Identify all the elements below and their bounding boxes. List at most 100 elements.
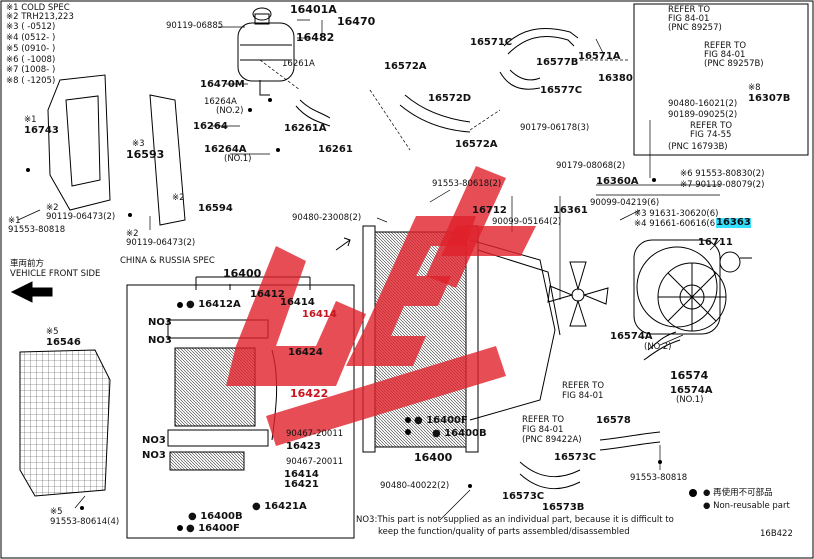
refer-5c[interactable]: (PNC 89422A) [522, 435, 582, 445]
part-16264A-no1-note: (NO.1) [224, 154, 252, 164]
part-16414-b[interactable]: 16414 [284, 469, 319, 480]
legend-en: ● Non-reusable part [703, 501, 790, 511]
spec-note-5: ※5 (0910- ) [6, 44, 56, 54]
part-91553-80618[interactable]: 91553-80618(2) [432, 179, 502, 189]
part-90119-08079[interactable]: ※7 90119-08079(2) [680, 180, 765, 190]
footnote-2: keep the function/quality of parts assem… [378, 527, 630, 537]
part-16400F-spec[interactable]: ● 16400F [186, 523, 240, 534]
refer-3c[interactable]: (PNC 16793B) [668, 142, 728, 152]
part-16577C[interactable]: 16577C [540, 85, 583, 96]
part-16572D[interactable]: 16572D [428, 93, 472, 104]
part-90179-06178[interactable]: 90179-06178(3) [520, 123, 590, 133]
refer-1[interactable]: REFER TO [668, 5, 711, 15]
part-90467-20011-b[interactable]: 90467-20011 [286, 457, 344, 467]
part-16482[interactable]: 16482 [296, 31, 335, 44]
part-90480-16021[interactable]: 90480-16021(2) [668, 99, 738, 109]
part-16470M[interactable]: 16470M [200, 79, 245, 90]
part-16261[interactable]: 16261 [318, 144, 353, 155]
part-16360A[interactable]: 16360A [596, 176, 639, 187]
part-16400F[interactable]: ● 16400F [414, 415, 468, 426]
part-16412[interactable]: 16412 [250, 289, 285, 300]
refer-3b[interactable]: FIG 74-55 [690, 130, 732, 140]
leader-lines [17, 19, 721, 521]
part-90119-06473b[interactable]: 90119-06473(2) [126, 238, 196, 248]
part-16574A-no2[interactable]: 16574A [610, 331, 653, 342]
part-16400-group[interactable]: 16400 [223, 267, 262, 280]
part-16578[interactable]: 16578 [596, 415, 631, 426]
part-16261A-top[interactable]: 16261A [282, 59, 315, 69]
part-91553-80830[interactable]: ※6 91553-80830(2) [680, 169, 765, 179]
legend-dot [689, 489, 697, 497]
part-16307B[interactable]: 16307B [748, 93, 791, 104]
part-16546[interactable]: 16546 [46, 337, 81, 348]
part-90099-05164[interactable]: 90099-05164(2) [492, 217, 562, 227]
part-16361[interactable]: 16361 [553, 205, 588, 216]
part-91553-80818[interactable]: 91553-80818 [8, 225, 66, 235]
refer-2[interactable]: REFER TO [704, 41, 747, 51]
part-16573B[interactable]: 16573B [542, 502, 585, 513]
legend-jp: ● 再使用不可部品 [703, 488, 773, 498]
part-16573C-top[interactable]: 16573C [554, 452, 597, 463]
part-16577B[interactable]: 16577B [536, 57, 579, 68]
part-90099-04219[interactable]: 90099-04219(6) [590, 198, 660, 208]
part-90480-23008[interactable]: 90480-23008(2) [292, 213, 362, 223]
part-16593[interactable]: 16593 [126, 148, 165, 161]
refer-1c[interactable]: (PNC 89257) [668, 23, 722, 33]
part-16571A[interactable]: 16571A [578, 51, 621, 62]
part-16412A[interactable]: ● 16412A [186, 299, 241, 310]
part-16414[interactable]: 16414 [280, 297, 315, 308]
part-90179-08068[interactable]: 90179-08068(2) [556, 161, 626, 171]
refer-5b[interactable]: FIG 84-01 [522, 425, 564, 435]
refer-4b[interactable]: FIG 84-01 [562, 391, 604, 401]
part-90480-40022[interactable]: 90480-40022(2) [380, 481, 450, 491]
part-90467-20011-a[interactable]: 90467-20011 [286, 429, 344, 439]
part-16424[interactable]: 16424 [288, 347, 323, 358]
part-16261A[interactable]: 16261A [284, 123, 327, 134]
refer-2c[interactable]: (PNC 89257B) [704, 59, 764, 69]
part-90119-06885[interactable]: 90119-06885 [166, 21, 224, 31]
part-16421[interactable]: 16421 [284, 479, 319, 490]
part-91553-80614-note: ※5 [50, 507, 63, 517]
part-16400-main[interactable]: 16400 [414, 451, 453, 464]
part-16574[interactable]: 16574 [670, 369, 709, 382]
part-16423[interactable]: 16423 [286, 441, 321, 452]
part-16711[interactable]: 16711 [698, 237, 733, 248]
part-91553-80818-b[interactable]: 91553-80818 [630, 473, 688, 483]
part-16571C[interactable]: 16571C [470, 37, 513, 48]
refer-5[interactable]: REFER TO [522, 415, 565, 425]
part-16421A[interactable]: ● 16421A [252, 501, 307, 512]
part-16400B[interactable]: ● 16400B [432, 428, 487, 439]
part-91553-80614[interactable]: 91553-80614(4) [50, 517, 120, 527]
part-16414-red[interactable]: 16414 [302, 309, 337, 320]
part-16594[interactable]: 16594 [198, 203, 233, 214]
part-90119-06473[interactable]: 90119-06473(2) [46, 212, 116, 222]
part-16574A-no1[interactable]: 16574A [670, 385, 713, 396]
part-16572A-b[interactable]: 16572A [455, 139, 498, 150]
fasteners [26, 98, 662, 510]
part-16363-highlighted[interactable]: 16363 [716, 217, 751, 228]
part-16380[interactable]: 16380 [598, 73, 633, 84]
refer-1b[interactable]: FIG 84-01 [668, 14, 710, 24]
part-90189-09025[interactable]: 90189-09025(2) [668, 110, 738, 120]
refer-3[interactable]: REFER TO [690, 121, 733, 131]
part-16573C[interactable]: 16573C [502, 491, 545, 502]
refer-2b[interactable]: FIG 84-01 [704, 50, 746, 60]
part-16470[interactable]: 16470 [337, 15, 376, 28]
part-16574A-no1-note: (NO.1) [676, 395, 704, 405]
part-16264A-no2[interactable]: 16264A [204, 97, 237, 107]
part-16743[interactable]: 16743 [24, 125, 59, 136]
part-91553-80818-note: ※1 [8, 216, 21, 226]
part-91661-60616[interactable]: ※4 91661-60616(6) [634, 219, 719, 229]
part-91631-30620[interactable]: ※3 91631-30620(6) [634, 209, 719, 219]
no3-label-4: NO3 [142, 450, 166, 461]
front-arrow [10, 281, 53, 303]
part-16264A-no1[interactable]: 16264A [204, 144, 247, 155]
part-16572A[interactable]: 16572A [384, 61, 427, 72]
part-16712[interactable]: 16712 [472, 205, 507, 216]
part-16264[interactable]: 16264 [193, 121, 228, 132]
part-16422[interactable]: 16422 [290, 387, 329, 400]
refer-4[interactable]: REFER TO [562, 381, 605, 391]
part-16401A[interactable]: 16401A [290, 3, 337, 16]
left-shrouds [47, 74, 186, 226]
part-16400B-spec[interactable]: ● 16400B [188, 511, 243, 522]
